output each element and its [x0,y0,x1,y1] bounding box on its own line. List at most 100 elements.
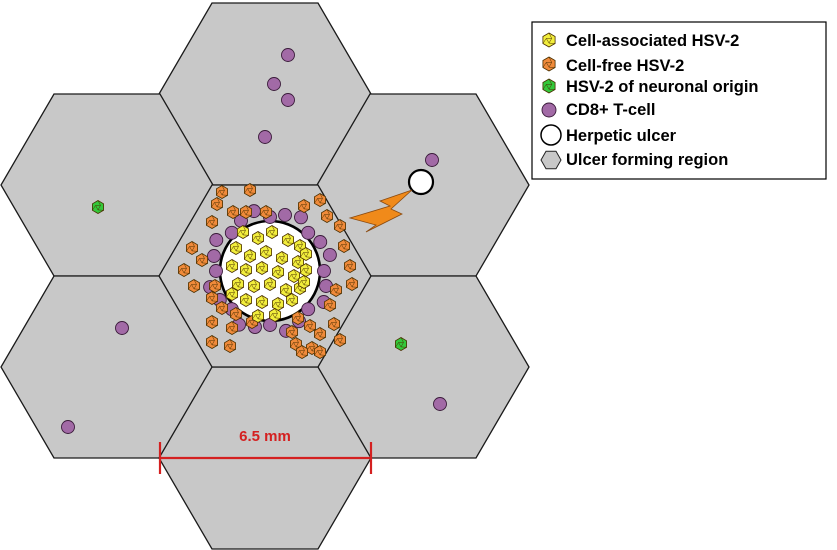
tcell-layer [61,48,447,434]
cell-free-virion [205,335,219,349]
cell-associated-virion [279,283,293,297]
cd8-tcell [278,208,292,222]
cell-associated-virion [287,269,301,283]
legend-label-ulcer: Herpetic ulcer [566,127,677,145]
legend-cell-free-icon [542,56,556,72]
cell-associated-virion [297,275,311,289]
cell-associated-virion [239,263,253,277]
cell-free-virion [229,307,243,321]
cd8-tcell [224,225,239,240]
cell-free-virion [323,298,337,312]
cell-free-virus-layer [177,175,427,359]
cd8-tcell [301,302,316,317]
cell-free-virion [210,197,224,211]
cell-associated-virion [225,259,239,273]
legend: Cell-associated HSV-2 Cell-free HSV-2 HS… [531,21,827,180]
cell-associated-virion [265,225,279,239]
cell-associated-virion [251,309,265,323]
cell-free-virion [285,325,299,339]
cd8-tcell [281,48,295,62]
cell-free-virion [333,219,347,233]
cell-free-virion [239,205,253,219]
cell-associated-virion [299,263,313,277]
legend-cell-associated-icon [542,32,556,48]
cell-free-virion [195,253,209,267]
cd8-tcell [115,321,129,335]
cell-free-virion [345,277,359,291]
cell-free-virion [187,279,201,293]
legend-tcell-icon [541,102,557,118]
cell-free-virion [327,317,341,331]
cell-associated-virion [271,265,285,279]
cell-associated-virion [255,261,269,275]
cell-free-virion [291,311,305,325]
cell-associated-virion [271,297,285,311]
cell-free-virion [225,321,239,335]
scale-bar: 6.5 mm [158,428,373,474]
cell-free-virion [343,259,357,273]
cell-associated-virion [263,277,277,291]
cell-free-virion [329,283,343,297]
cell-associated-virion [239,293,253,307]
cell-associated-virion [285,293,299,307]
legend-label-neuronal: HSV-2 of neuronal origin [566,78,759,96]
cell-associated-virion [255,295,269,309]
legend-ulcer-icon [540,124,562,146]
cell-associated-virion [275,251,289,265]
cell-associated-virion [243,249,257,263]
cell-free-virion [185,241,199,255]
cell-associated-virion [225,287,239,301]
cell-associated-virion [268,308,282,322]
cell-free-virion [313,327,327,341]
cd8-tcell [267,77,281,91]
cell-free-virion [295,345,309,359]
cd8-tcell [61,420,75,434]
legend-region-icon [540,150,562,170]
cell-associated-virion [229,241,243,255]
legend-label-cell-associated: Cell-associated HSV-2 [566,32,739,50]
cell-free-virion [303,319,317,333]
cell-free-virion [205,215,219,229]
cell-associated-virion [281,233,295,247]
cell-free-virion [320,209,334,223]
cell-free-virion [215,185,229,199]
cd8-tcell [301,225,316,240]
cell-associated-virion [231,277,245,291]
neuronal-virus-layer [92,200,408,351]
infected-cell-outline [407,168,435,196]
cd8-tcell [317,264,331,278]
legend-label-tcell: CD8+ T-cell [566,101,655,119]
cell-free-virion [243,183,257,197]
neuronal-virion [92,200,104,214]
cd8-tcell [322,248,337,262]
neuronal-virion [394,337,408,351]
cell-free-virion [313,193,327,207]
legend-label-region: Ulcer forming region [566,151,728,169]
cell-free-virion [177,263,191,277]
cell-associated-virion [236,225,250,239]
cell-associated-virion [251,231,265,245]
cd8-tcell [209,233,224,247]
cell-free-virion [223,339,237,353]
cd8-tcell [258,130,272,144]
cd8-tcell [313,235,328,249]
cd8-tcell [294,210,308,225]
cd8-tcell [425,153,439,167]
cell-free-virion [333,333,347,347]
cell-free-virion [313,345,327,359]
legend-box [531,21,827,180]
cd8-tcell [209,264,223,278]
cell-free-virion [337,239,351,253]
cell-free-virion [208,279,222,293]
legend-neuronal-icon [542,78,556,94]
cd8-tcell [207,249,221,263]
cd8-tcell [281,93,295,107]
cell-associated-virus-layer [225,225,313,323]
cell-free-virion [226,205,240,219]
cell-free-virion [215,301,229,315]
cell-associated-virion [247,279,261,293]
lightning-spark-icon [348,189,413,233]
legend-label-cell-free: Cell-free HSV-2 [566,57,684,75]
cd8-tcell [433,397,447,411]
